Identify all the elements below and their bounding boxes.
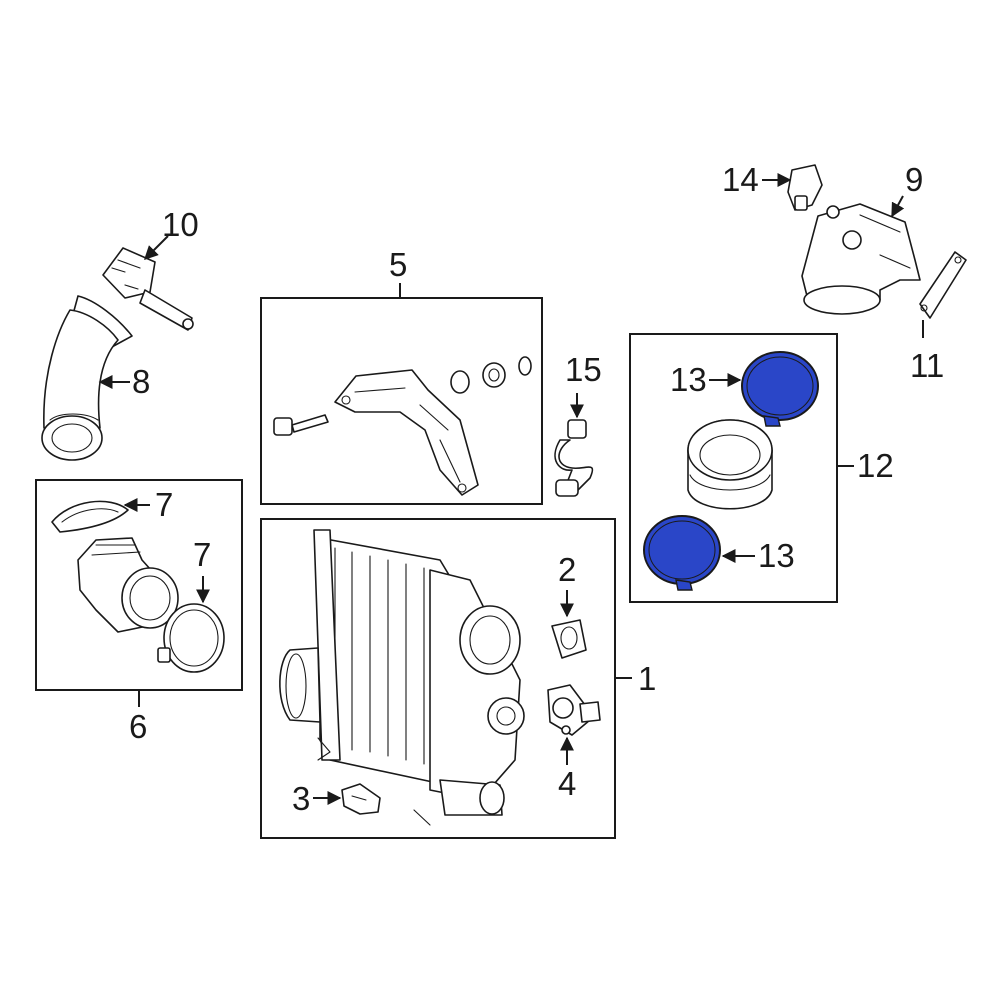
callout-7-lower: 7 (193, 536, 211, 573)
callout-15: 15 (565, 351, 602, 388)
part-3-bracket[interactable] (341, 783, 381, 815)
part-4-valve[interactable] (547, 684, 601, 736)
arrow-9 (891, 195, 905, 218)
callout-3: 3 (292, 780, 310, 817)
part-7-clamp-lower[interactable] (157, 603, 225, 673)
callout-12: 12 (857, 447, 894, 484)
callout-2: 2 (558, 551, 576, 588)
group-box-12 (629, 333, 838, 603)
callout-1: 1 (638, 660, 656, 697)
part-13-seal-upper[interactable] (741, 351, 819, 427)
part-9-housing[interactable] (801, 203, 921, 315)
part-10-sensor[interactable] (102, 247, 194, 331)
callout-7-upper: 7 (155, 486, 173, 523)
callout-11: 11 (910, 347, 944, 384)
part-6-hose[interactable] (77, 537, 179, 633)
callout-13-lower: 13 (758, 537, 795, 574)
part-11-gasket[interactable] (919, 251, 967, 319)
part-1-intercooler[interactable] (279, 529, 525, 826)
part-14-sensor[interactable] (787, 164, 823, 211)
group-box-5 (260, 297, 543, 505)
callout-6: 6 (129, 708, 147, 745)
callout-4: 4 (558, 765, 576, 802)
part-5-bracket[interactable] (273, 356, 532, 496)
callout-5: 5 (389, 246, 407, 283)
part-2-gasket[interactable] (551, 619, 587, 659)
part-13-seal-lower[interactable] (643, 515, 721, 591)
callout-9: 9 (905, 161, 923, 198)
part-15-pipe[interactable] (554, 419, 594, 497)
part-8-hose[interactable] (41, 295, 133, 461)
callout-10: 10 (162, 206, 199, 243)
callout-8: 8 (132, 363, 150, 400)
part-12-coupler[interactable] (687, 419, 773, 510)
callout-13-upper: 13 (670, 361, 707, 398)
callout-14: 14 (722, 161, 759, 198)
arrow-10 (144, 235, 169, 260)
part-7-clamp-upper[interactable] (51, 500, 129, 533)
